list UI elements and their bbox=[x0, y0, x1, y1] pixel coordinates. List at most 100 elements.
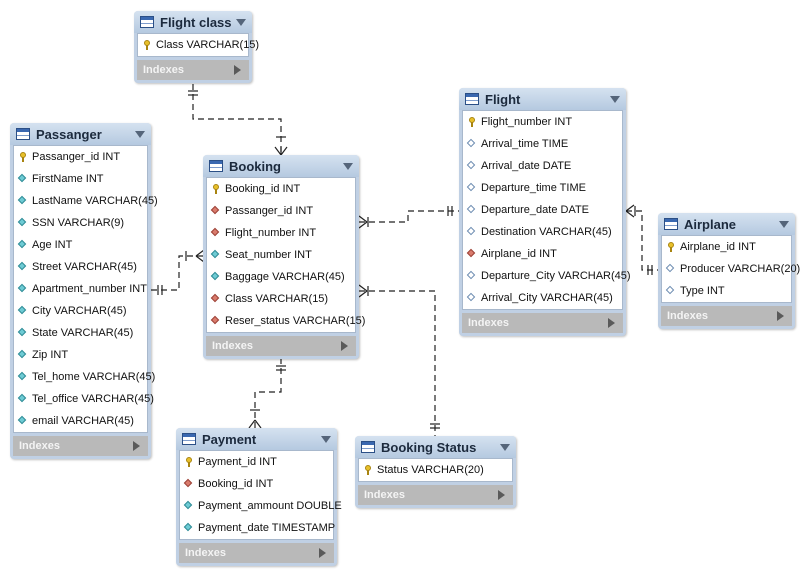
triangle-right-icon[interactable] bbox=[234, 65, 241, 75]
chevron-down-icon[interactable] bbox=[610, 96, 620, 103]
indexes-section[interactable]: Indexes bbox=[661, 306, 792, 326]
column-row[interactable]: Booking_id INT bbox=[207, 178, 355, 200]
column-row[interactable]: Tel_office VARCHAR(45) bbox=[14, 388, 154, 410]
column-row[interactable]: Passanger_id INT bbox=[207, 200, 355, 222]
chevron-down-icon[interactable] bbox=[236, 19, 246, 26]
indexes-section[interactable]: Indexes bbox=[358, 485, 513, 505]
column-row[interactable]: Zip INT bbox=[14, 344, 147, 366]
column-row[interactable]: Type INT bbox=[662, 280, 791, 302]
column-row[interactable]: Passanger_id INT bbox=[14, 146, 147, 168]
rel-flight-airplane bbox=[626, 210, 658, 271]
indexes-section[interactable]: Indexes bbox=[206, 336, 356, 356]
table-icon bbox=[140, 16, 154, 28]
key-icon bbox=[184, 457, 194, 467]
column-label: Tel_home VARCHAR(45) bbox=[32, 371, 156, 383]
column-row[interactable]: FirstName INT bbox=[14, 168, 147, 190]
column-row[interactable]: Street VARCHAR(45) bbox=[14, 256, 147, 278]
table-header[interactable]: Passanger bbox=[10, 123, 151, 145]
column-label: LastName VARCHAR(45) bbox=[32, 195, 158, 207]
chevron-down-icon[interactable] bbox=[343, 163, 353, 170]
triangle-right-icon[interactable] bbox=[777, 311, 784, 321]
column-row[interactable]: Payment_id INT bbox=[180, 451, 333, 473]
indexes-section[interactable]: Indexes bbox=[137, 60, 249, 80]
column-row[interactable]: City VARCHAR(45) bbox=[14, 300, 147, 322]
column-row[interactable]: Airplane_id INT bbox=[662, 236, 791, 258]
indexes-section[interactable]: Indexes bbox=[462, 313, 623, 333]
column-row[interactable]: Class VARCHAR(15) bbox=[138, 34, 259, 56]
column-label: Class VARCHAR(15) bbox=[225, 293, 329, 305]
column-label: Age INT bbox=[32, 239, 73, 251]
chevron-down-icon[interactable] bbox=[779, 221, 789, 228]
column-row[interactable]: Tel_home VARCHAR(45) bbox=[14, 366, 155, 388]
table-header[interactable]: Flight class bbox=[134, 11, 252, 33]
column-row[interactable]: Arrival_City VARCHAR(45) bbox=[463, 287, 622, 309]
diamond-cyan-icon bbox=[18, 328, 28, 338]
column-row[interactable]: State VARCHAR(45) bbox=[14, 322, 147, 344]
diamond-cyan-icon bbox=[211, 272, 221, 282]
table-title: Payment bbox=[202, 431, 257, 447]
indexes-section[interactable]: Indexes bbox=[13, 436, 148, 456]
table-header[interactable]: Airplane bbox=[658, 213, 795, 235]
column-row[interactable]: Flight_number INT bbox=[463, 111, 622, 133]
column-row[interactable]: Class VARCHAR(15) bbox=[207, 288, 355, 310]
key-icon bbox=[666, 242, 676, 252]
column-label: Seat_number INT bbox=[225, 249, 312, 261]
column-row[interactable]: Reser_status VARCHAR(15) bbox=[207, 310, 365, 332]
indexes-section[interactable]: Indexes bbox=[179, 543, 334, 563]
column-row[interactable]: Departure_time TIME bbox=[463, 177, 622, 199]
column-row[interactable]: LastName VARCHAR(45) bbox=[14, 190, 158, 212]
column-row[interactable]: Producer VARCHAR(20) bbox=[662, 258, 800, 280]
column-row[interactable]: email VARCHAR(45) bbox=[14, 410, 147, 432]
column-row[interactable]: Apartment_number INT bbox=[14, 278, 147, 300]
chevron-down-icon[interactable] bbox=[500, 444, 510, 451]
column-row[interactable]: SSN VARCHAR(9) bbox=[14, 212, 147, 234]
column-row[interactable]: Seat_number INT bbox=[207, 244, 355, 266]
rel-booking-status bbox=[359, 290, 436, 436]
chevron-down-icon[interactable] bbox=[321, 436, 331, 443]
column-label: Type INT bbox=[680, 285, 725, 297]
key-icon bbox=[142, 40, 152, 50]
column-row[interactable]: Departure_date DATE bbox=[463, 199, 622, 221]
column-row[interactable]: Status VARCHAR(20) bbox=[359, 459, 512, 481]
triangle-right-icon[interactable] bbox=[341, 341, 348, 351]
triangle-right-icon[interactable] bbox=[608, 318, 615, 328]
column-row[interactable]: Payment_ammount DOUBLE bbox=[180, 495, 342, 517]
table-header[interactable]: Booking Status bbox=[355, 436, 516, 458]
key-icon bbox=[18, 152, 28, 162]
table-icon bbox=[664, 218, 678, 230]
column-row[interactable]: Arrival_time TIME bbox=[463, 133, 622, 155]
table-title: Booking Status bbox=[381, 439, 477, 455]
column-label: City VARCHAR(45) bbox=[32, 305, 127, 317]
table-header[interactable]: Payment bbox=[176, 428, 337, 450]
column-row[interactable]: Baggage VARCHAR(45) bbox=[207, 266, 355, 288]
column-row[interactable]: Destination VARCHAR(45) bbox=[463, 221, 622, 243]
triangle-right-icon[interactable] bbox=[319, 548, 326, 558]
column-row[interactable]: Age INT bbox=[14, 234, 147, 256]
column-label: Payment_date TIMESTAMP bbox=[198, 522, 336, 534]
column-row[interactable]: Booking_id INT bbox=[180, 473, 333, 495]
table-header[interactable]: Flight bbox=[459, 88, 626, 110]
triangle-right-icon[interactable] bbox=[498, 490, 505, 500]
triangle-right-icon[interactable] bbox=[133, 441, 140, 451]
column-row[interactable]: Departure_City VARCHAR(45) bbox=[463, 265, 631, 287]
diamond-outline-icon bbox=[666, 286, 676, 296]
column-row[interactable]: Flight_number INT bbox=[207, 222, 355, 244]
table-header[interactable]: Booking bbox=[203, 155, 359, 177]
key-icon bbox=[211, 184, 221, 194]
column-row[interactable]: Payment_date TIMESTAMP bbox=[180, 517, 336, 539]
column-row[interactable]: Arrival_date DATE bbox=[463, 155, 622, 177]
column-row[interactable]: Airplane_id INT bbox=[463, 243, 622, 265]
chevron-down-icon[interactable] bbox=[135, 131, 145, 138]
